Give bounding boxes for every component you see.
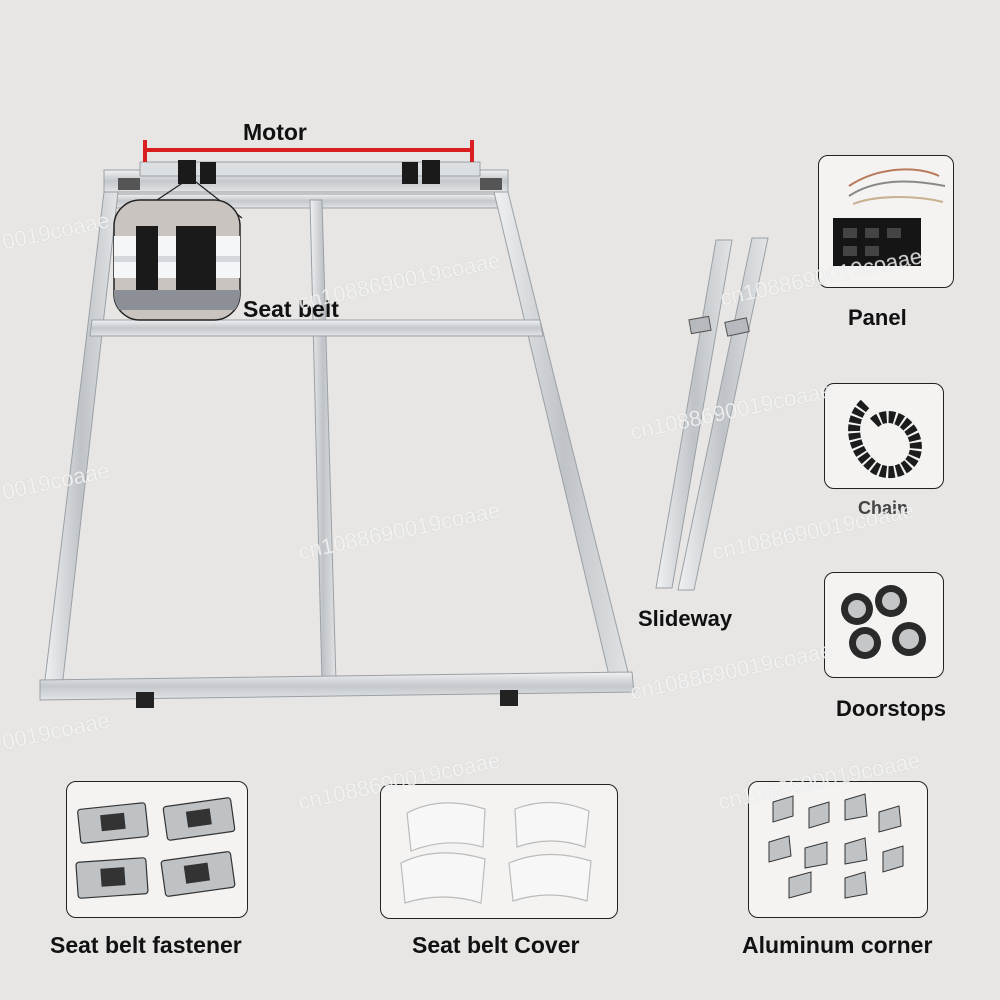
frame-bottom-rail bbox=[39, 671, 635, 701]
label-chain: Chain bbox=[858, 498, 909, 518]
slider-1 bbox=[688, 315, 712, 335]
label-panel: Panel bbox=[848, 305, 907, 330]
motor-clamp-4 bbox=[422, 160, 440, 184]
slideway-rail-1 bbox=[655, 239, 733, 589]
label-doorstops: Doorstops bbox=[836, 696, 946, 721]
motor-clamp-2 bbox=[200, 162, 216, 184]
label-seat-belt-fastener: Seat belt fastener bbox=[50, 932, 242, 958]
frame-left-rail bbox=[43, 191, 119, 689]
motor-tube bbox=[139, 161, 481, 177]
label-seat-belt: Seat belt bbox=[243, 296, 339, 322]
label-motor: Motor bbox=[243, 119, 307, 145]
motor-clamp-1 bbox=[178, 160, 196, 184]
frame-right-rail bbox=[493, 191, 633, 689]
bottom-bracket-left bbox=[136, 692, 154, 708]
label-slideway: Slideway bbox=[638, 606, 733, 631]
doorstops-image-box bbox=[824, 572, 944, 678]
seat-belt-fastener-image-box bbox=[66, 781, 248, 918]
label-aluminum-corner: Aluminum corner bbox=[742, 932, 933, 958]
chain-image-box bbox=[824, 383, 944, 489]
aluminum-corner-image-box bbox=[748, 781, 928, 918]
panel-image-box bbox=[818, 155, 954, 288]
label-seat-belt-cover: Seat belt Cover bbox=[412, 932, 580, 958]
motor-clamp-3 bbox=[402, 162, 418, 184]
corner-bracket-tl bbox=[118, 178, 140, 190]
frame-cross-rail bbox=[89, 319, 544, 337]
seat-belt-detail-zoom bbox=[113, 199, 241, 321]
slider-2 bbox=[724, 317, 750, 337]
bottom-bracket-right bbox=[500, 690, 518, 706]
corner-bracket-tr bbox=[480, 178, 502, 190]
frame-middle-rail bbox=[309, 199, 337, 683]
seat-belt-cover-image-box bbox=[380, 784, 618, 919]
